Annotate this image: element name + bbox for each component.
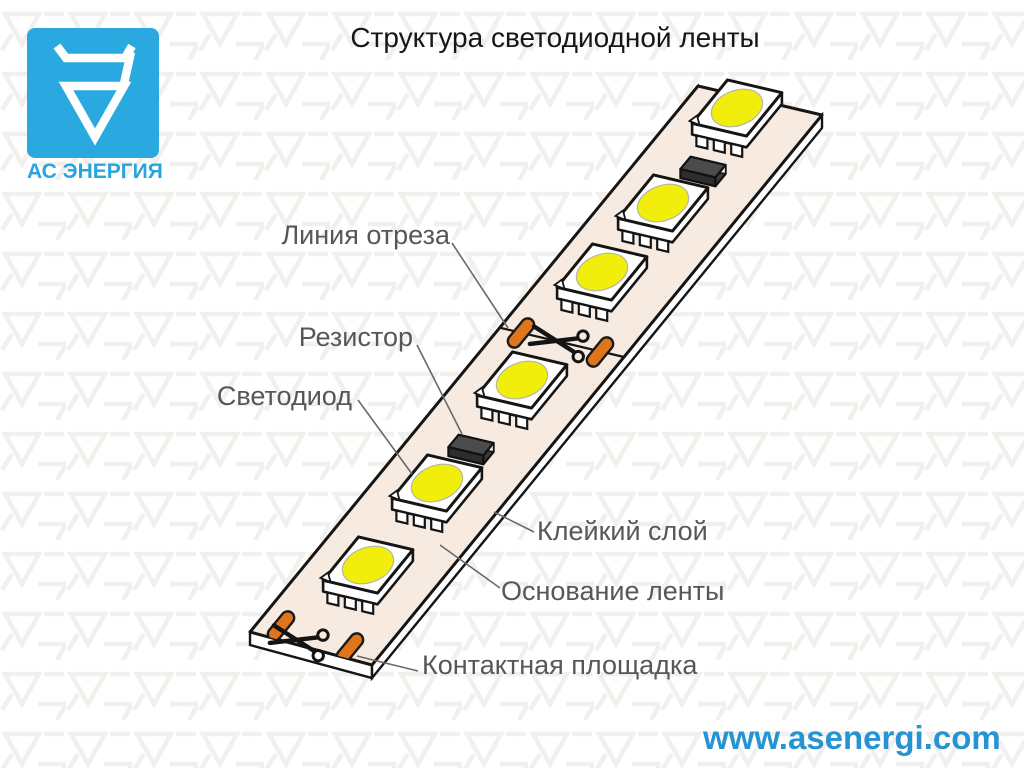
label-contact-pad: Контактная площадка <box>422 650 698 680</box>
website-url: www.asenergi.com <box>703 719 1001 756</box>
leader-base <box>439 544 501 589</box>
leader-cut-line <box>451 242 509 329</box>
leader-resistor <box>416 344 463 435</box>
label-cut-line: Линия отреза <box>281 220 450 250</box>
company-logo <box>27 28 159 158</box>
label-led: Светодиод <box>216 381 352 411</box>
leader-led <box>357 399 413 475</box>
label-resistor: Резистор <box>298 322 413 352</box>
leader-contact-pad <box>356 655 419 672</box>
company-name: АС ЭНЕРГИЯ <box>27 160 163 183</box>
logo-glyph-icon <box>53 43 136 146</box>
leader-adhesive <box>493 511 535 533</box>
label-adhesive: Клейкий слой <box>537 516 708 546</box>
label-strip-base: Основание ленты <box>501 576 725 606</box>
page-title: Структура светодиодной ленты <box>350 22 760 53</box>
